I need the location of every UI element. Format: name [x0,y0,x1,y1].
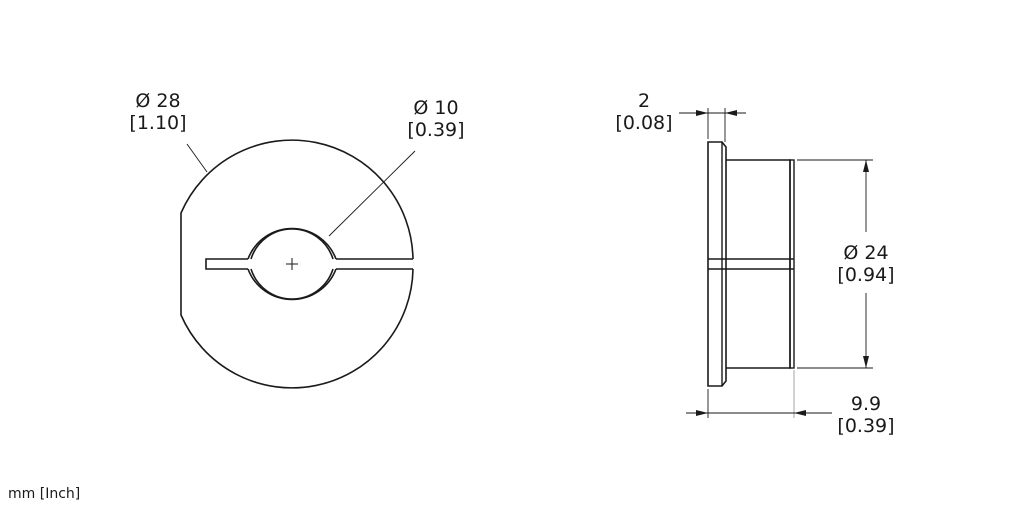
inner-ring-inner [250,228,334,300]
body [726,159,791,369]
inner-diameter-metric: Ø 10 [413,97,459,119]
flange-thickness-label: 2 [0.08] [604,90,684,134]
body-diameter-label: Ø 24 [0.94] [826,242,906,286]
inner-diameter-imperial: [0.39] [407,119,465,141]
flange [707,141,727,387]
units-label: mm [Inch] [8,486,81,502]
leader-inner-diameter [328,150,416,237]
overall-length-imperial: [0.39] [837,415,895,437]
inner-diameter-label: Ø 10 [0.39] [396,97,476,141]
outer-profile [180,139,414,389]
front-view [180,139,416,389]
leader-outer-diameter [186,143,208,173]
overall-length-metric: 9.9 [850,393,882,415]
side-view [679,108,873,418]
body-diameter-metric: Ø 24 [843,242,889,264]
flange-thickness-imperial: [0.08] [615,112,673,134]
outer-diameter-imperial: [1.10] [129,112,187,134]
overall-length-label: 9.9 [0.39] [826,393,906,437]
body-diameter-imperial: [0.94] [837,264,895,286]
outer-diameter-metric: Ø 28 [135,90,181,112]
end-ring [789,159,795,369]
slot-left [205,258,248,270]
flange-thickness-metric: 2 [637,90,651,112]
outer-diameter-label: Ø 28 [1.10] [118,90,198,134]
